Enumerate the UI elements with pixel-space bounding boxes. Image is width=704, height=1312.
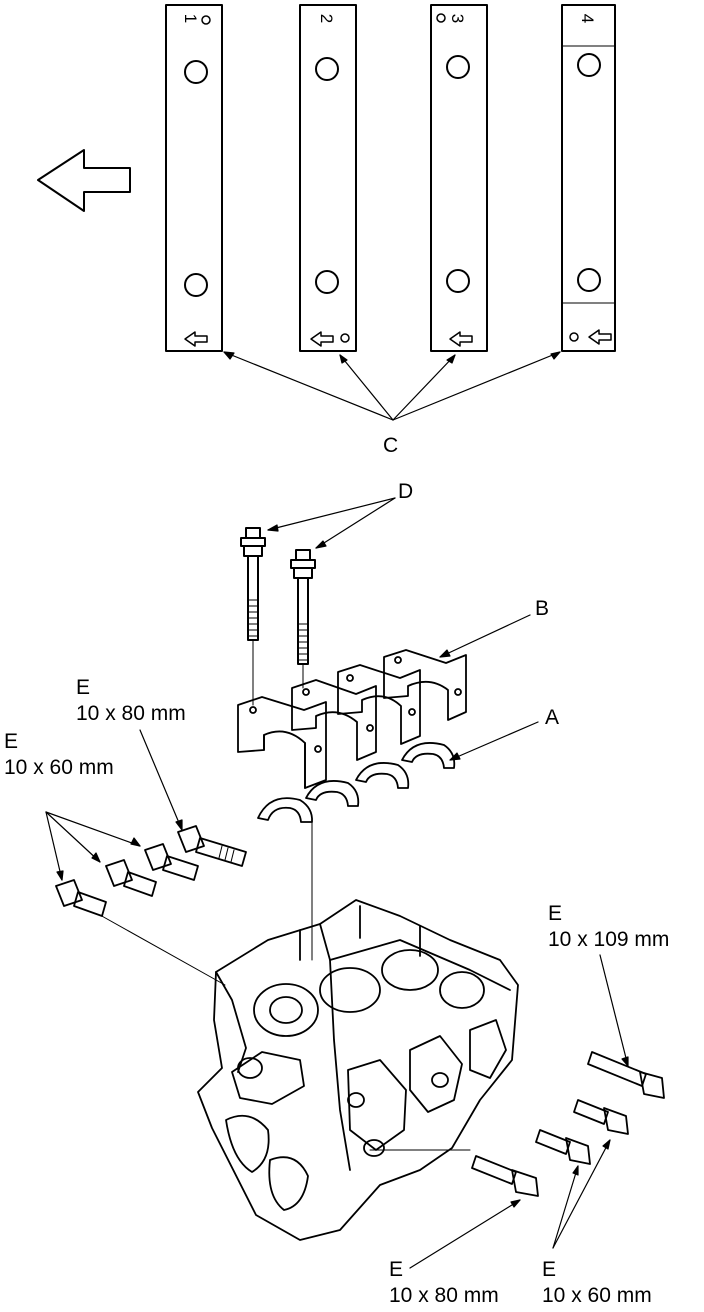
bearing-shell-2 bbox=[305, 780, 360, 807]
bearing-cap-3 bbox=[430, 4, 488, 352]
bolt-d-right bbox=[290, 549, 316, 665]
cap-1-dot bbox=[201, 15, 211, 25]
side-bolt-80-lower bbox=[471, 1155, 539, 1197]
side-bolt-60-right-a bbox=[573, 1099, 629, 1135]
bearing-shell-4 bbox=[401, 742, 456, 769]
bearing-cap-4 bbox=[561, 4, 616, 352]
engine-block bbox=[197, 899, 519, 1241]
label-e-lower-60-size: 10 x 60 mm bbox=[542, 1284, 652, 1307]
bearing-shell-3 bbox=[355, 762, 410, 789]
cap-1-number: 1 bbox=[181, 13, 201, 24]
label-e-upper-80-size: 10 x 80 mm bbox=[76, 702, 186, 725]
label-d: D bbox=[398, 480, 414, 503]
cap-block-3 bbox=[337, 664, 421, 745]
cap-block-4 bbox=[383, 649, 467, 721]
main-bearing-caps bbox=[237, 649, 467, 789]
bearing-shell-1 bbox=[257, 797, 313, 823]
bearing-cap-2 bbox=[299, 4, 357, 352]
label-e-upper-60-size: 10 x 60 mm bbox=[4, 756, 114, 779]
cap-4-arrow-icon bbox=[588, 329, 612, 345]
front-direction-arrow bbox=[37, 149, 131, 212]
cap-2-arrow-icon bbox=[310, 331, 334, 347]
label-e-upper-60-letter: E bbox=[4, 730, 19, 753]
side-bolt-80-upper bbox=[177, 825, 247, 867]
leader-line-a bbox=[449, 721, 539, 761]
cap-2-number: 2 bbox=[317, 13, 337, 24]
label-e-right-109-letter: E bbox=[548, 902, 563, 925]
bolt-d-left bbox=[240, 527, 266, 641]
cap-block-1 bbox=[237, 696, 327, 789]
cap-3-dot bbox=[436, 13, 446, 23]
leader-lines-e-upper bbox=[45, 729, 183, 881]
label-a: A bbox=[545, 706, 560, 729]
leader-lines-d bbox=[267, 497, 396, 549]
label-b: B bbox=[535, 597, 550, 620]
label-e-lower-80-letter: E bbox=[389, 1258, 404, 1281]
cap-3-arrow-icon bbox=[449, 331, 473, 347]
side-bolt-60-b bbox=[105, 859, 157, 897]
side-bolt-60-c bbox=[55, 879, 107, 917]
label-e-upper-80-letter: E bbox=[76, 676, 91, 699]
cap-2-dot bbox=[340, 333, 350, 343]
leader-line-b bbox=[439, 614, 531, 658]
leader-lines-e-right bbox=[369, 954, 629, 1269]
side-bolt-109 bbox=[587, 1051, 665, 1099]
label-e-lower-80-size: 10 x 80 mm bbox=[389, 1284, 499, 1307]
label-e-right-109-size: 10 x 109 mm bbox=[548, 928, 670, 951]
alignment-lines bbox=[99, 639, 313, 986]
bearing-cap-1 bbox=[165, 4, 223, 352]
cap-4-number: 4 bbox=[578, 13, 598, 24]
label-c: C bbox=[383, 434, 399, 457]
cap-1-arrow-icon bbox=[184, 331, 208, 347]
bearing-shells bbox=[257, 742, 456, 823]
cap-3-number: 3 bbox=[448, 13, 468, 24]
side-bolt-60-a bbox=[144, 843, 199, 881]
side-bolt-60-right-b bbox=[535, 1129, 591, 1165]
cap-4-dot bbox=[569, 332, 579, 342]
label-e-lower-60-letter: E bbox=[542, 1258, 557, 1281]
leader-lines-c bbox=[223, 351, 561, 421]
